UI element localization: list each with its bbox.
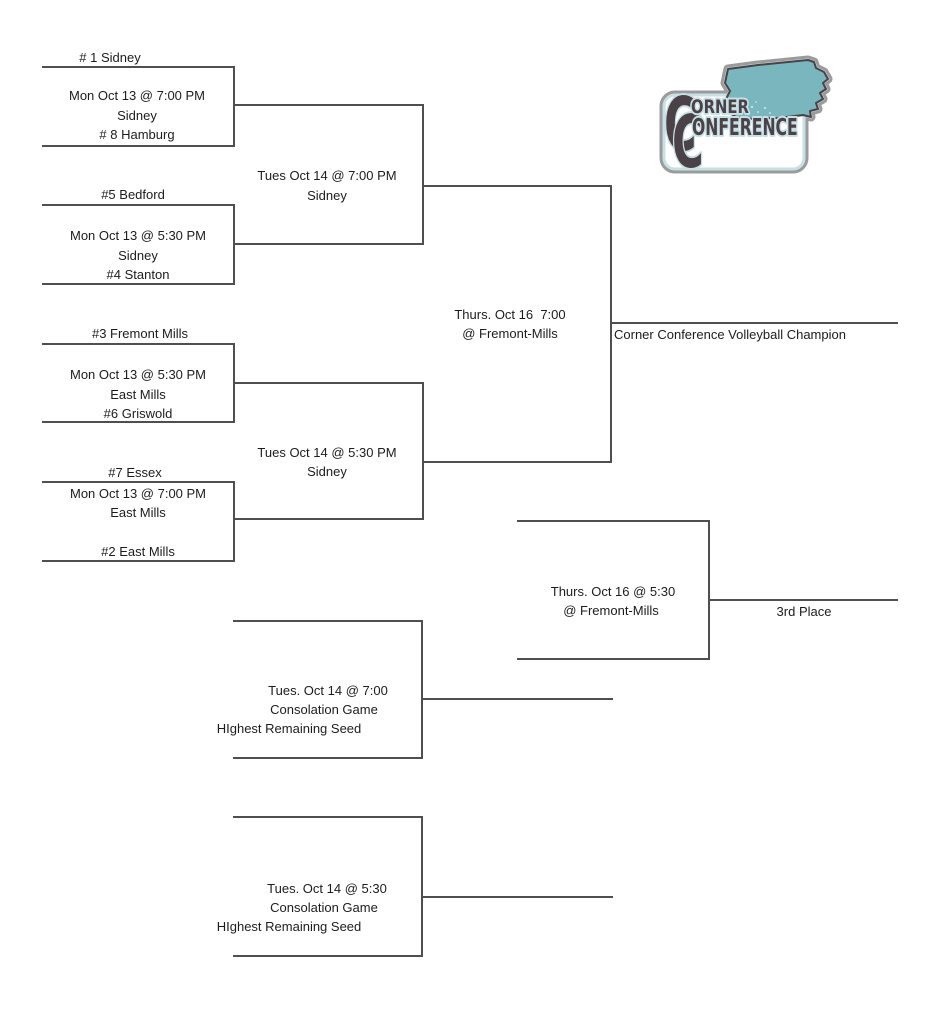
- game1-site: Sidney: [117, 108, 157, 123]
- semifinal2-datetime: Tues Oct 14 @ 5:30 PM: [257, 445, 397, 460]
- third-place-bottom-line: [517, 658, 708, 660]
- consolation1-winner-line: [421, 698, 613, 700]
- game4-top-line: [42, 481, 233, 483]
- third-place-top-line: [517, 520, 708, 522]
- game2-top-line: [42, 204, 233, 206]
- consolation1-participants: HIghest Remaining Seed: [216, 721, 362, 736]
- semifinal2-bottom-line: [233, 518, 423, 520]
- game3-bottom-line: [42, 421, 233, 423]
- semifinal2-winner-line: [422, 461, 610, 463]
- champion-label: Corner Conference Volleyball Champion: [614, 327, 846, 342]
- game1-seed-top: # 1 Sidney: [79, 50, 141, 65]
- consolation2-participants: HIghest Remaining Seed: [216, 919, 362, 934]
- game3-top-line: [42, 343, 233, 345]
- game2-bottom-line: [42, 283, 233, 285]
- game4-seed-bottom: #2 East Mills: [101, 544, 175, 559]
- game2-datetime: Mon Oct 13 @ 5:30 PM: [69, 228, 207, 243]
- consolation1-name: Consolation Game: [270, 702, 378, 717]
- semifinal1-top-line: [233, 104, 423, 106]
- semifinal1-site: Sidney: [307, 188, 347, 203]
- game1-bottom-line: [42, 145, 233, 147]
- game4-site: East Mills: [110, 505, 166, 520]
- game3-seed-top: #3 Fremont Mills: [91, 326, 189, 341]
- corner-conference-logo-graphic: C C ORNER ONFERENCE: [659, 55, 833, 187]
- consolation2-top-line: [233, 816, 421, 818]
- game4-seed-top: #7 Essex: [108, 465, 162, 480]
- consolation2-bottom-line: [233, 955, 421, 957]
- logo-letter-c1: C: [664, 82, 697, 168]
- game3-site: East Mills: [110, 387, 166, 402]
- game1-right-line: [233, 66, 235, 147]
- game4-bottom-line: [42, 560, 233, 562]
- game1-seed-bottom: # 8 Hamburg: [99, 127, 175, 142]
- consolation2-datetime: Tues. Oct 14 @ 5:30: [267, 881, 387, 896]
- game4-right-line: [233, 481, 235, 562]
- semifinal2-right-line: [422, 382, 424, 520]
- third-place-site: @ Fremont-Mills: [563, 603, 659, 618]
- semifinal1-right-line: [422, 104, 424, 245]
- consolation2-right-line: [421, 816, 423, 957]
- consolation1-datetime: Tues. Oct 14 @ 7:00: [268, 683, 388, 698]
- semifinal1-bottom-line: [233, 243, 423, 245]
- champion-line: [610, 322, 898, 324]
- game4-datetime: Mon Oct 13 @ 7:00 PM: [69, 486, 207, 501]
- logo-word-onference: ONFERENCE: [692, 114, 798, 141]
- semifinal2-site: Sidney: [307, 464, 347, 479]
- game1-datetime: Mon Oct 13 @ 7:00 PM: [68, 88, 206, 103]
- iowa-state-icon: [724, 59, 829, 120]
- consolation1-top-line: [233, 620, 421, 622]
- corner-conference-logo: C C ORNER ONFERENCE: [658, 55, 834, 187]
- logo-letter-c2: C: [672, 102, 704, 177]
- game2-seed-top: #5 Bedford: [101, 187, 165, 202]
- championship-site: @ Fremont-Mills: [462, 326, 558, 341]
- third-place-right-line: [708, 520, 710, 660]
- championship-datetime: Thurs. Oct 16 7:00: [454, 307, 566, 322]
- logo-word-orner: ORNER: [691, 96, 749, 118]
- game3-seed-bottom: #6 Griswold: [103, 406, 173, 421]
- semifinal1-datetime: Tues Oct 14 @ 7:00 PM: [257, 168, 397, 183]
- semifinal2-top-line: [233, 382, 423, 384]
- game1-top-line: [42, 66, 233, 68]
- final-vertical-line: [610, 185, 612, 463]
- third-place-datetime: Thurs. Oct 16 @ 5:30: [550, 584, 676, 599]
- third-place-winner-line: [708, 599, 898, 601]
- consolation1-right-line: [421, 620, 423, 759]
- game2-site: Sidney: [118, 248, 158, 263]
- game3-datetime: Mon Oct 13 @ 5:30 PM: [69, 367, 207, 382]
- third-place-label: 3rd Place: [776, 604, 832, 619]
- consolation2-name: Consolation Game: [270, 900, 378, 915]
- semifinal1-winner-line: [422, 185, 610, 187]
- consolation2-winner-line: [421, 896, 613, 898]
- consolation1-bottom-line: [233, 757, 421, 759]
- game2-seed-bottom: #4 Stanton: [106, 267, 170, 282]
